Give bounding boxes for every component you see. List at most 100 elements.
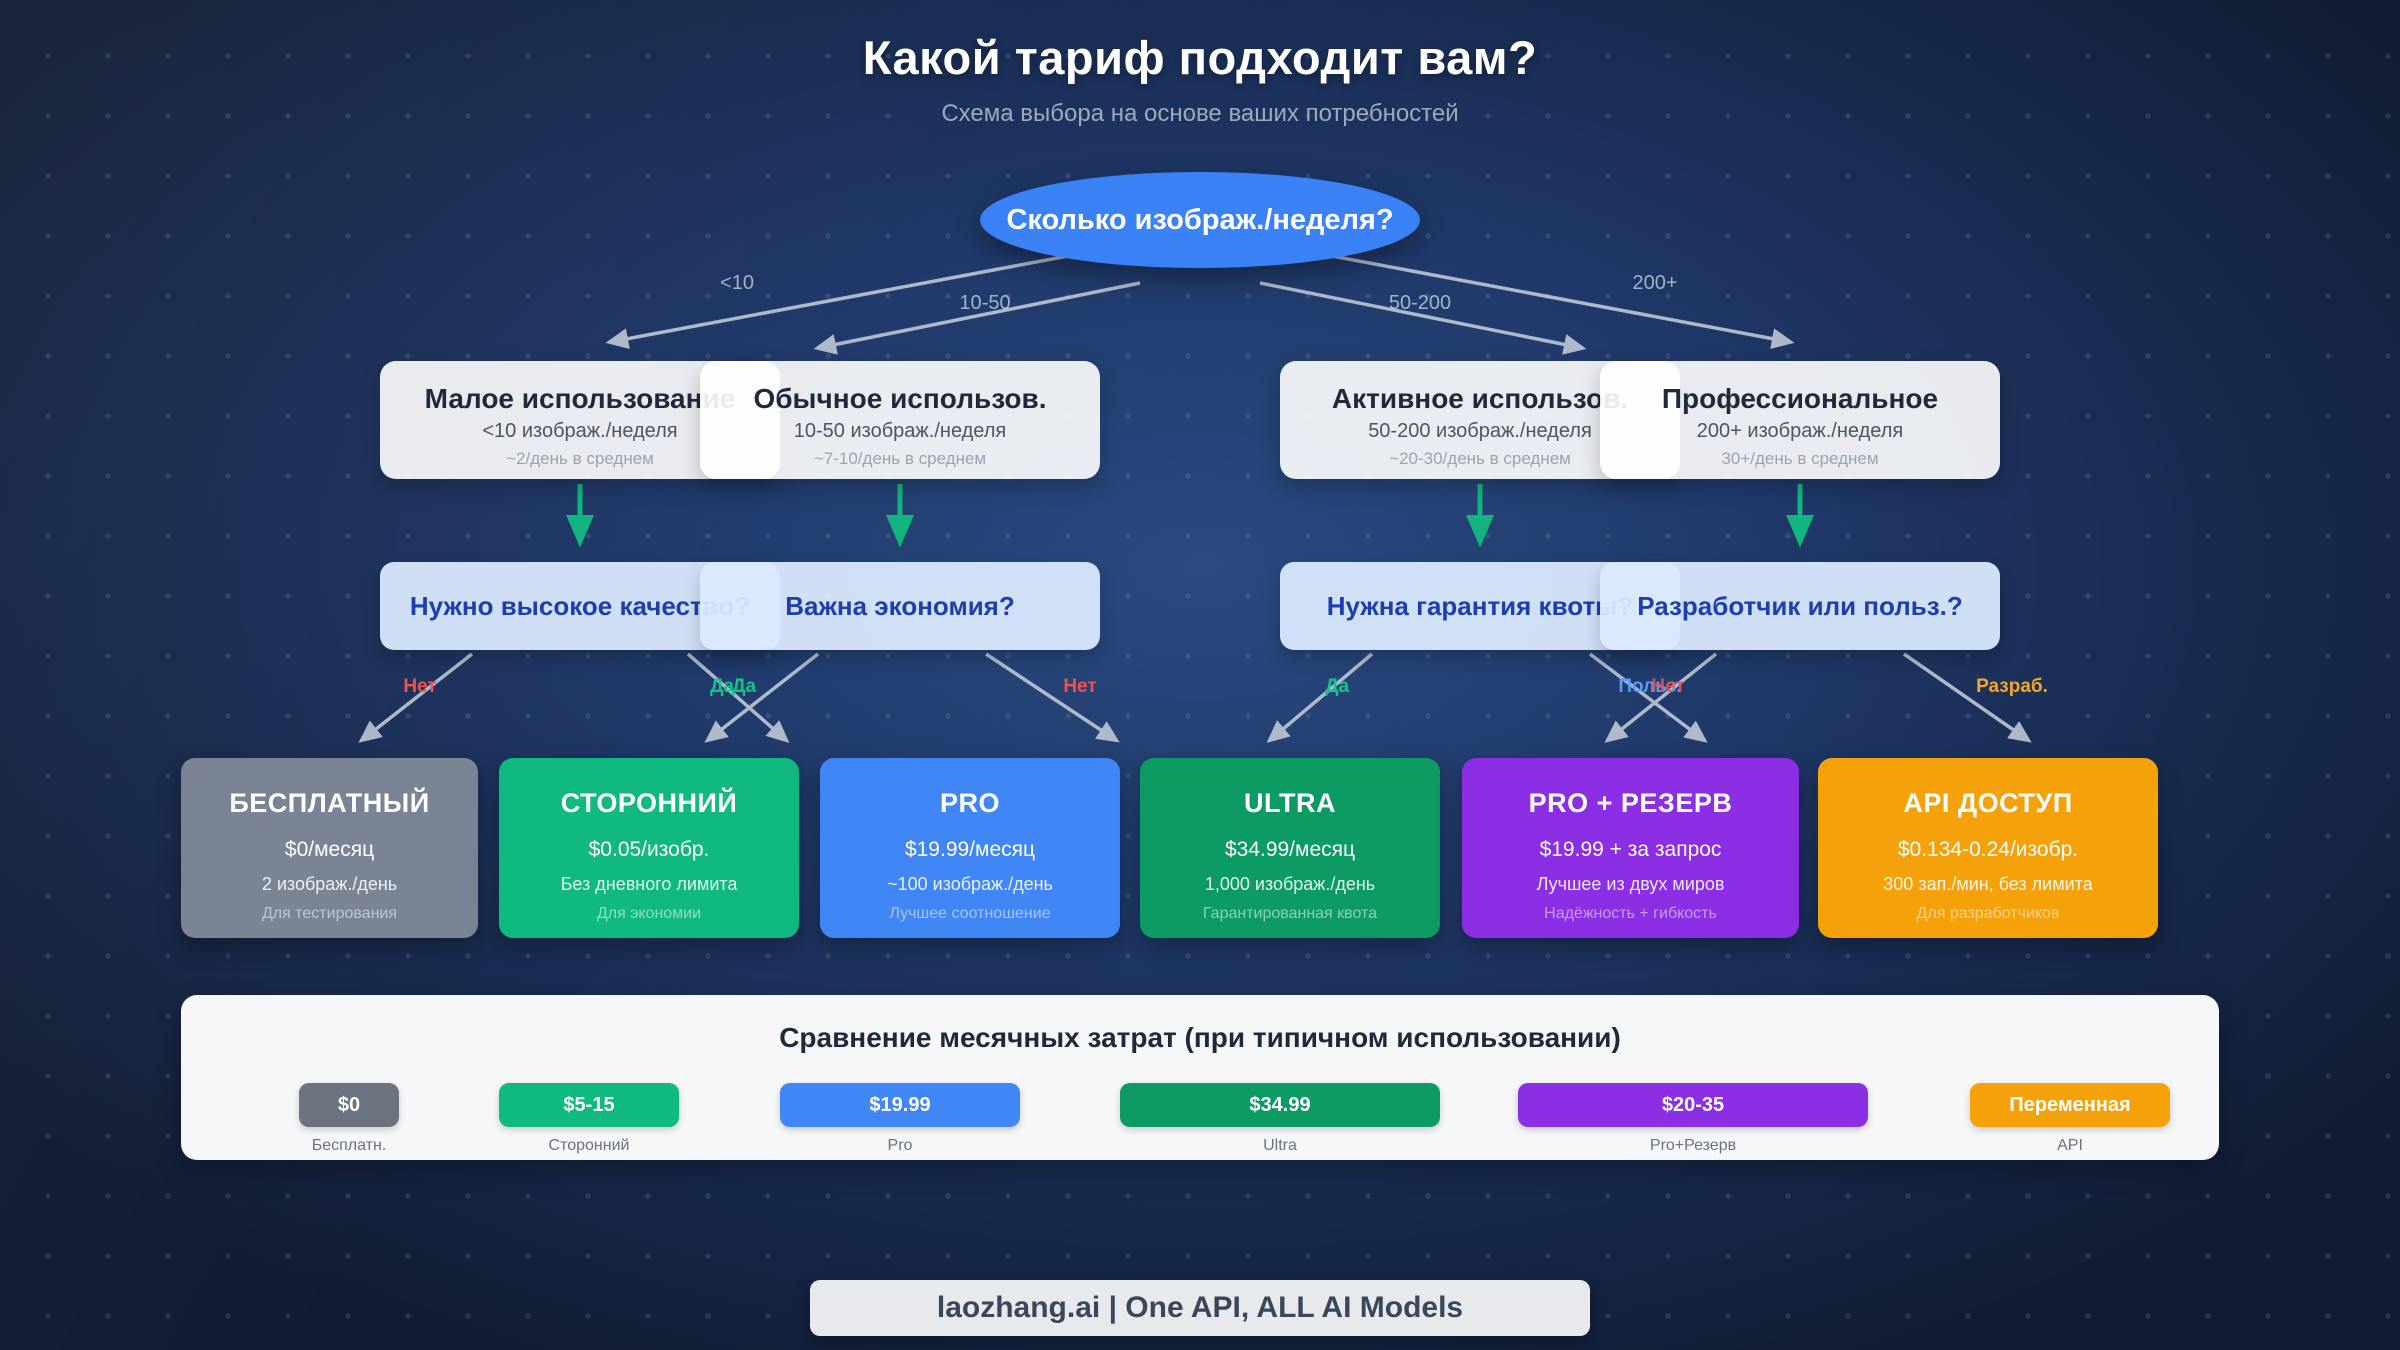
cost-pill-pro-reserve: $20-35 [1518, 1083, 1868, 1127]
plan-detail: Лучшее из двух миров [1536, 874, 1725, 894]
edge-q3-yes [1266, 652, 1374, 743]
edge-label-user: Польз. [1618, 676, 1682, 697]
usage-node-range: <10 изображ./неделя [482, 420, 678, 442]
usage-node-title: Малое использование [424, 383, 736, 414]
usage-node-normal: Обычное использов. 10-50 изображ./неделя… [700, 361, 1100, 479]
page-title: Какой тариф подходит вам? [862, 31, 1538, 84]
root-question-node: Сколько изображ./неделя? [980, 172, 1420, 268]
cost-value: $19.99 [869, 1093, 931, 1116]
plan-name: ULTRA [1244, 788, 1336, 818]
plan-detail: 2 изображ./день [261, 874, 398, 894]
plan-detail: 1,000 изображ./день [1204, 874, 1376, 894]
cost-pill-label: Сторонний [548, 1137, 630, 1154]
plan-name: СТОРОННИЙ [560, 788, 738, 818]
plan-note: Для экономии [596, 905, 702, 922]
cost-value: Переменная [2009, 1093, 2131, 1116]
cost-pill-label: Pro+Резерв [1649, 1137, 1737, 1154]
edge-label-yes: Да [709, 676, 735, 697]
cost-pill-free: $0 [299, 1083, 399, 1127]
plan-name: БЕСПЛАТНЫЙ [229, 788, 430, 818]
plan-detail: ~100 изображ./день [887, 874, 1053, 894]
question-label: Нужна гарантия квоты? [1326, 590, 1634, 621]
plan-note: Для тестирования [261, 905, 398, 922]
plan-card-free: БЕСПЛАТНЫЙ $0/месяц 2 изображ./день Для … [181, 758, 478, 938]
usage-node-title: Обычное использов. [753, 383, 1047, 414]
cost-value: $5-15 [563, 1093, 615, 1116]
plan-card-ultra: ULTRA $34.99/месяц 1,000 изображ./день Г… [1140, 758, 1440, 938]
edge-label-yes: Да [731, 676, 757, 697]
footer-brand-banner: laozhang.ai | One API, ALL AI Models [810, 1280, 1590, 1336]
branch-label-lt10: <10 [720, 272, 754, 294]
plan-card-api: API ДОСТУП $0.134-0.24/изобр. 300 зап./м… [1818, 758, 2158, 938]
branch-label-50-200: 50-200 [1388, 292, 1452, 314]
edge-q3-no [1588, 652, 1708, 743]
edge-q1-no [358, 652, 474, 743]
cost-pill-api: Переменная [1970, 1083, 2170, 1127]
usage-node-range: 200+ изображ./неделя [1696, 420, 1904, 442]
plan-price: $0/месяц [284, 838, 375, 861]
edge-q1-yes [686, 652, 790, 744]
footer-brand-text: laozhang.ai | One API, ALL AI Models [936, 1291, 1464, 1324]
plan-name: PRO [939, 788, 1000, 818]
root-question-label: Сколько изображ./неделя? [1006, 203, 1394, 236]
plan-note: Для разработчиков [1916, 905, 2060, 922]
question-label: Разработчик или польз.? [1637, 590, 1963, 621]
plan-note: Гарантированная квота [1202, 905, 1378, 922]
branch-label-200plus: 200+ [1632, 272, 1678, 294]
plan-price: $34.99/месяц [1224, 838, 1356, 861]
question-label: Нужно высокое качество? [409, 590, 751, 621]
cost-value: $20-35 [1661, 1093, 1725, 1116]
plan-price: $19.99/месяц [904, 838, 1036, 861]
cost-comparison-panel [181, 995, 2219, 1160]
plan-name: PRO + РЕЗЕРВ [1528, 788, 1733, 818]
edge-q2-yes [704, 652, 820, 743]
usage-node-average: 30+/день в среднем [1721, 449, 1879, 468]
plan-price: $19.99 + за запрос [1539, 838, 1722, 861]
page-subtitle: Схема выбора на основе ваших потребносте… [941, 100, 1459, 127]
edge-label-no: Нет [1651, 676, 1685, 697]
plan-card-pro: PRO $19.99/месяц ~100 изображ./день Лучш… [820, 758, 1120, 938]
cost-comparison-title: Сравнение месячных затрат (при типичном … [779, 1022, 1621, 1053]
cost-pill-thirdparty: $5-15 [499, 1083, 679, 1127]
edge-label-no: Нет [1063, 676, 1097, 697]
edge-q4-user [1604, 652, 1718, 743]
question-node-economy: Важна экономия? [700, 562, 1100, 650]
plan-detail: 300 зап./мин, без лимита [1883, 874, 2093, 894]
plan-note: Лучшее соотношение [889, 905, 1051, 922]
cost-pill-ultra: $34.99 [1120, 1083, 1440, 1127]
edge-root-to-low [605, 254, 1069, 349]
usage-node-average: ~2/день в среднем [506, 449, 654, 468]
plan-price: $0.134-0.24/изобр. [1897, 838, 2079, 861]
cost-pill-label: Pro [887, 1137, 913, 1154]
cost-pill-label: Бесплатн. [311, 1137, 387, 1154]
cost-pill-label: API [2057, 1137, 2083, 1154]
usage-node-range: 50-200 изображ./неделя [1368, 420, 1592, 442]
usage-node-title: Активное использов. [1331, 383, 1629, 414]
cost-value: $0 [337, 1093, 361, 1116]
edge-root-to-active [1259, 281, 1587, 355]
cost-pill-label: Ultra [1263, 1137, 1297, 1154]
usage-node-average: ~20-30/день в среднем [1389, 449, 1571, 468]
usage-node-professional: Профессиональное 200+ изображ./неделя 30… [1600, 361, 2000, 479]
edge-label-developer: Разраб. [1976, 676, 2048, 697]
cost-pill-pro: $19.99 [780, 1083, 1020, 1127]
edge-q4-dev [1903, 652, 2032, 743]
plan-note: Надёжность + гибкость [1544, 905, 1717, 922]
edge-root-to-pro [1331, 254, 1795, 349]
edge-label-yes: Да [1324, 676, 1350, 697]
plan-price: $0.05/изобр. [588, 838, 710, 861]
plan-card-pro-reserve: PRO + РЕЗЕРВ $19.99 + за запрос Лучшее и… [1462, 758, 1799, 938]
cost-value: $34.99 [1249, 1093, 1311, 1116]
usage-node-average: ~7-10/день в среднем [813, 449, 987, 468]
question-label: Важна экономия? [785, 590, 1015, 621]
edge-q2-no [985, 652, 1120, 743]
question-node-developer: Разработчик или польз.? [1600, 562, 2000, 650]
usage-node-title: Профессиональное [1661, 383, 1939, 414]
edge-root-to-normal [813, 281, 1141, 355]
plan-card-thirdparty: СТОРОННИЙ $0.05/изобр. Без дневного лими… [499, 758, 799, 938]
plan-detail: Без дневного лимита [560, 874, 738, 894]
branch-label-10-50: 10-50 [959, 292, 1011, 314]
plan-name: API ДОСТУП [1903, 788, 2073, 818]
